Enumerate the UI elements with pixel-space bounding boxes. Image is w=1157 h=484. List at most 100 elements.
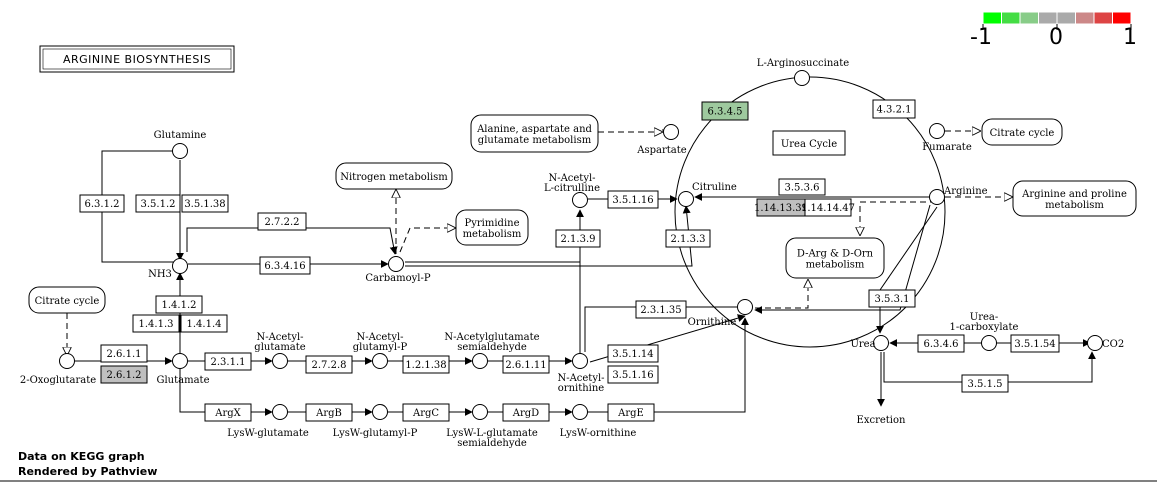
enzyme-3-5-3-6[interactable]: 3.5.3.6 — [778, 178, 826, 196]
enzyme-1-4-1-3[interactable]: 1.4.1.3 — [132, 314, 180, 333]
enzyme-2-6-1-11[interactable]: 2.6.1.11 — [502, 355, 550, 374]
enzyme-6-3-4-6[interactable]: 6.3.4.6 — [917, 334, 965, 353]
enzyme-label: ArgX — [214, 408, 241, 419]
enzyme-2-7-2-8[interactable]: 2.7.2.8 — [305, 355, 353, 374]
compound-excretion[interactable]: Excretion — [857, 415, 906, 426]
compound-arginine[interactable]: Arginine — [929, 186, 988, 205]
enzyme-2-3-1-35[interactable]: 2.3.1.35 — [635, 300, 687, 319]
enzyme-3-5-1-38[interactable]: 3.5.1.38 — [181, 194, 229, 213]
enzyme-argx[interactable]: ArgX — [204, 403, 252, 422]
enzyme-1-14-14-47[interactable]: 1.14.14.47 — [801, 198, 855, 217]
enzyme-2-7-2-2[interactable]: 2.7.2.2 — [257, 212, 307, 231]
enzyme-label: 6.3.4.6 — [924, 339, 959, 350]
compound-carbamoyl-p[interactable]: Carbamoyl-P — [365, 256, 431, 285]
compound-glutamate[interactable]: Glutamate — [157, 353, 210, 387]
compound-n-acetyl-ornithine[interactable]: N-Acetyl-ornithine — [557, 353, 605, 395]
map-citrate-left[interactable]: Citrate cycle — [28, 286, 106, 314]
enzyme-3-5-1-5[interactable]: 3.5.1.5 — [961, 374, 1009, 393]
compound-label: LysW-ornithine — [560, 428, 637, 439]
enzyme-2-1-3-9[interactable]: 2.1.3.9 — [555, 229, 601, 248]
compound-label: Fumarate — [922, 142, 972, 153]
enzyme-label: 3.5.1.16 — [612, 370, 653, 381]
compound-label: N-Acetyl-L-citrulline — [544, 173, 600, 194]
enzyme-label: 3.5.1.54 — [1014, 339, 1055, 350]
compound-lysw-glutamate[interactable]: LysW-glutamate — [227, 404, 309, 440]
map-label: Nitrogen metabolism — [340, 172, 448, 183]
enzyme-label: 2.6.1.11 — [505, 360, 546, 371]
color-legend: -1 0 1 — [970, 11, 1137, 50]
enzyme-arge[interactable]: ArgE — [607, 403, 655, 422]
compound-label: Glutamine — [154, 130, 207, 141]
enzyme-label: 2.7.2.2 — [265, 217, 300, 228]
enzyme-1-14-13-39[interactable]: 1.14.13.39 — [754, 198, 808, 217]
enzyme-label: 1.4.1.4 — [187, 319, 222, 330]
compound-label: Glutamate — [157, 375, 210, 386]
urea-cycle-label: Urea Cycle — [781, 139, 837, 150]
compound-l-arginosuccinate[interactable]: L-Arginosuccinate — [757, 58, 849, 86]
enzyme-2-6-1-1[interactable]: 2.6.1.1 — [100, 344, 148, 363]
compound-label: N-Acetyl-ornithine — [557, 373, 604, 394]
title-box: ARGININE BIOSYNTHESIS — [39, 45, 235, 73]
compound-aspartate[interactable]: Aspartate — [636, 124, 687, 157]
enzyme-argb[interactable]: ArgB — [305, 403, 353, 422]
enzyme-argd[interactable]: ArgD — [502, 403, 550, 422]
compound-lysw-glutamyl-p[interactable]: LysW-glutamyl-P — [333, 404, 418, 440]
urea-cycle-ring — [674, 76, 946, 348]
compound-ornithine[interactable]: Ornithine — [688, 299, 753, 329]
enzyme-6-3-4-16[interactable]: 6.3.4.16 — [259, 256, 311, 275]
enzyme-label: 2.6.1.1 — [107, 349, 142, 360]
compound-fumarate[interactable]: Fumarate — [922, 123, 972, 154]
enzyme-label: 3.5.3.6 — [785, 183, 820, 194]
legend-cell — [1056, 11, 1076, 25]
compound-glutamine[interactable]: Glutamine — [154, 130, 207, 159]
enzyme-2-1-3-3[interactable]: 2.1.3.3 — [665, 229, 711, 248]
enzyme-3-5-1-16-bot[interactable]: 3.5.1.16 — [607, 365, 659, 384]
compound-co2[interactable]: CO2 — [1087, 335, 1125, 351]
compound-nh3[interactable]: NH3 — [148, 258, 188, 281]
enzyme-label: 1.4.1.3 — [139, 319, 174, 330]
enzyme-2-3-1-1[interactable]: 2.3.1.1 — [204, 352, 252, 371]
compound-2-oxoglutarate[interactable]: 2-Oxoglutarate — [20, 353, 96, 387]
enzyme-argc[interactable]: ArgC — [402, 403, 450, 422]
compound-lysw-ornithine[interactable]: LysW-ornithine — [560, 404, 637, 440]
compound-label: Carbamoyl-P — [365, 273, 430, 284]
enzyme-1-4-1-4[interactable]: 1.4.1.4 — [180, 314, 228, 333]
map-nitrogen[interactable]: Nitrogen metabolism — [335, 162, 453, 190]
compound-n-acetyl-glutamyl-p[interactable]: N-Acetyl-glutamyl-P — [353, 332, 408, 369]
legend-max-label: 1 — [1123, 25, 1137, 50]
page-title: ARGININE BIOSYNTHESIS — [63, 53, 211, 66]
map-links — [67, 131, 1012, 355]
enzyme-4-3-2-1[interactable]: 4.3.2.1 — [872, 99, 916, 119]
enzyme-3-5-1-54[interactable]: 3.5.1.54 — [1010, 334, 1060, 353]
enzyme-1-4-1-2[interactable]: 1.4.1.2 — [155, 295, 203, 314]
map-citrate-right[interactable]: Citrate cycle — [981, 118, 1063, 146]
compound-urea-1-carboxylate[interactable]: Urea-1-carboxylate — [950, 312, 1019, 351]
enzyme-6-3-1-2[interactable]: 6.3.1.2 — [79, 194, 125, 213]
footer-line-2: Rendered by Pathview — [18, 465, 157, 478]
enzyme-label: 2.1.3.9 — [561, 234, 596, 245]
enzyme-3-5-3-1[interactable]: 3.5.3.1 — [868, 289, 916, 308]
enzyme-2-6-1-2[interactable]: 2.6.1.2 — [100, 365, 148, 384]
enzyme-3-5-1-14[interactable]: 3.5.1.14 — [607, 344, 659, 363]
compound-citruline[interactable]: Citruline — [678, 182, 737, 207]
compound-label: L-Arginosuccinate — [757, 58, 849, 69]
enzyme-3-5-1-2[interactable]: 3.5.1.2 — [135, 194, 181, 213]
compound-n-acetyl-glutamate[interactable]: N-Acetyl-glutamate — [254, 332, 306, 369]
compound-n-acetyl-l-citrulline[interactable]: N-Acetyl-L-citrulline — [544, 173, 600, 208]
enzyme-label: 6.3.4.5 — [708, 107, 743, 118]
enzyme-1-2-1-38[interactable]: 1.2.1.38 — [402, 355, 450, 374]
compound-urea[interactable]: Urea — [850, 335, 889, 351]
enzyme-3-5-1-16-top[interactable]: 3.5.1.16 — [607, 190, 659, 209]
enzyme-6-3-4-5[interactable]: 6.3.4.5 — [701, 101, 749, 121]
